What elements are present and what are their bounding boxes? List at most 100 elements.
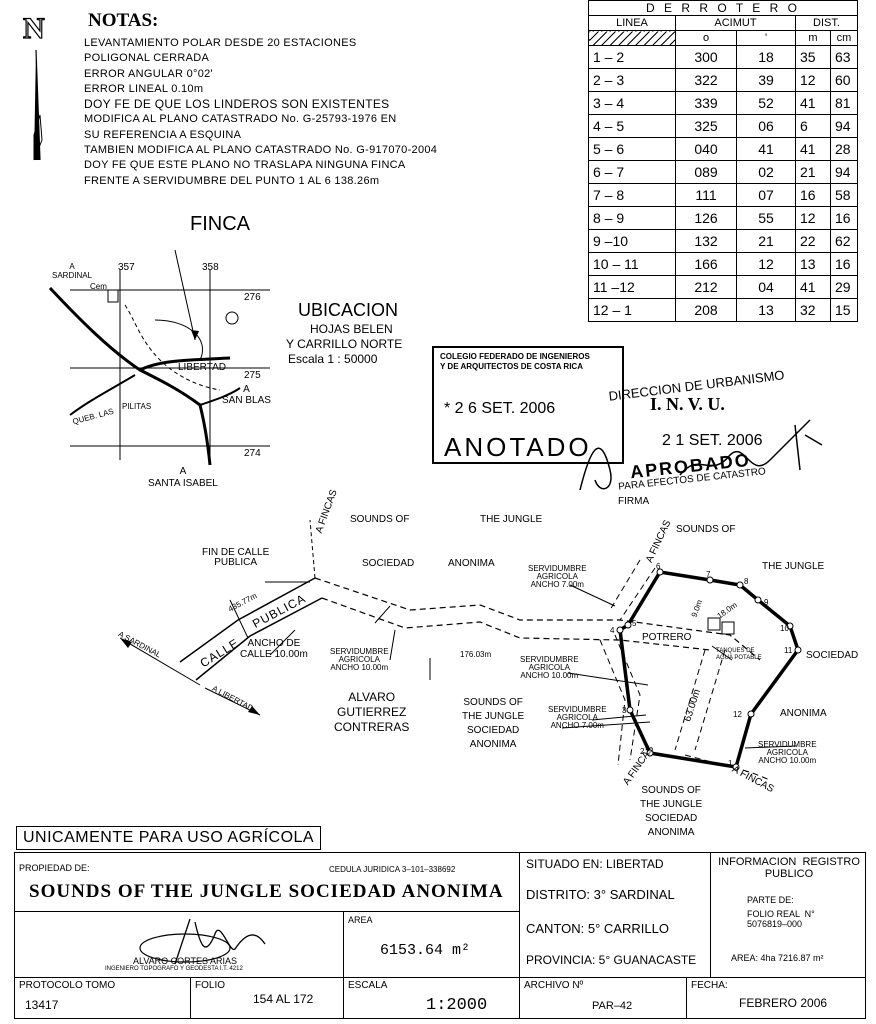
derrotero-cell: 11 –12 — [588, 275, 676, 299]
sub-min: ' — [736, 30, 796, 46]
vertex-label: 9 — [764, 598, 769, 607]
vertex-label: 1 — [728, 759, 733, 768]
area-value: 6153.64 m² — [380, 942, 471, 959]
plan-serv-left: SERVIDUMBRE AGRICOLA ANCHO 10.00m — [330, 647, 389, 672]
vertex-marker — [736, 581, 744, 589]
plan-dist-176: 176.03m — [460, 650, 492, 659]
plan-the-jungle-1: THE JUNGLE — [480, 514, 543, 525]
vertex-marker — [624, 621, 632, 629]
plan-serv-right: SERVIDUMBRE AGRICOLA ANCHO 10.00m — [758, 740, 817, 765]
plan-the-jungle-2: THE JUNGLE — [762, 561, 825, 572]
derrotero-cell: 52 — [736, 91, 796, 115]
finca-label: FINCA — [190, 213, 250, 235]
sketch-a-sardinal: A SARDINAL — [52, 262, 93, 280]
ubicacion-hojas: HOJAS BELEN — [310, 322, 393, 336]
derrotero-cell: 9 –10 — [588, 229, 676, 253]
derrotero-cell: 322 — [675, 68, 737, 92]
propiedad-label: PROPIEDAD DE: — [19, 863, 90, 873]
fecha-label: FECHA: — [691, 980, 728, 991]
escala-cell: ESCALA 1:2000 — [343, 977, 520, 1019]
derrotero-cell: 12 — [795, 206, 831, 230]
derrotero-cell: 35 — [795, 45, 831, 69]
plan-sounds-mid: SOUNDS OF THE JUNGLE SOCIEDAD ANONIMA — [462, 697, 525, 750]
notes-list: LEVANTAMIENTO POLAR DESDE 20 ESTACIONES … — [84, 36, 437, 189]
sub-m: m — [795, 30, 831, 46]
north-n-icon: N — [23, 12, 45, 45]
note-line: SU REFERENCIA A ESQUINA — [84, 128, 242, 141]
note-line: FRENTE A SERVIDUMBRE DEL PUNTO 1 AL 6 13… — [84, 174, 380, 187]
grid-275: 275 — [244, 370, 261, 381]
vertex-marker — [754, 596, 762, 604]
derrotero-cell: 16 — [830, 206, 858, 230]
note-line: LEVANTAMIENTO POLAR DESDE 20 ESTACIONES — [84, 37, 357, 49]
colegio-date: * 2 6 SET. 2006 — [444, 400, 556, 417]
derrotero-cell: 300 — [675, 45, 737, 69]
area-registro-label: AREA: 4ha 7216.87 m² — [731, 953, 824, 963]
situado-cell: SITUADO EN: LIBERTAD DISTRITO: 3° SARDIN… — [519, 852, 711, 978]
derrotero-cell: 07 — [736, 183, 796, 207]
vertex-label: 6 — [656, 562, 661, 571]
escala-value: 1:2000 — [426, 996, 488, 1015]
fecha-cell: FECHA: FEBRERO 2006 — [686, 977, 866, 1019]
derrotero-cell: 12 — [795, 68, 831, 92]
plan-sociedad-2: SOCIEDAD — [806, 650, 859, 661]
vertex-marker — [656, 568, 664, 576]
grid-274: 274 — [244, 448, 261, 459]
propiedad-cell: PROPIEDAD DE: CEDULA JURIDICA 3–101–3386… — [14, 852, 520, 912]
plan-alvaro: ALVARO GUTIERREZ CONTRERAS — [334, 690, 410, 734]
derrotero-cell: 63 — [830, 45, 858, 69]
location-sketch — [48, 249, 270, 466]
derrotero-cell: 41 — [795, 137, 831, 161]
derrotero-cell: 208 — [675, 298, 737, 322]
vertex-label: 10 — [780, 624, 789, 633]
derrotero-cell: 6 – 7 — [588, 160, 676, 184]
colegio-line1: COLEGIO FEDERADO DE INGENIEROS — [440, 352, 590, 361]
folio-cell: FOLIO 154 AL 172 — [190, 977, 344, 1019]
colegio-line2: Y DE ARQUITECTOS DE COSTA RICA — [440, 362, 583, 371]
provincia-label: PROVINCIA: 5° GUANACASTE — [526, 953, 697, 967]
derrotero-cell: 29 — [830, 275, 858, 299]
vertex-label: 11 — [784, 646, 793, 655]
sketch-cem: Cem — [90, 282, 107, 291]
plan-serv-top: SERVIDUMBRE AGRICOLA ANCHO 7.00m — [528, 564, 587, 589]
signature-marks — [579, 419, 823, 491]
derrotero-cell: 13 — [736, 298, 796, 322]
note-line: MODIFICA AL PLANO CATASTRADO No. G-25793… — [84, 113, 397, 126]
folio-label: FOLIO — [195, 980, 226, 991]
north-arrow: N — [22, 11, 46, 161]
protocolo-cell: PROTOCOLO TOMO 13417 — [14, 977, 191, 1019]
derrotero-cell: 04 — [736, 275, 796, 299]
archivo-value: PAR–42 — [592, 1000, 633, 1012]
plan-ancho-calle: ANCHO DE CALLE 10.00m — [240, 638, 308, 660]
derrotero-cell: 94 — [830, 160, 858, 184]
vertex-marker — [706, 576, 714, 584]
surveyor-title: INGENIERO TOPOGRAFO Y GEODESTA I.T. 4212 — [105, 966, 243, 972]
folio-real-label: FOLIO REAL N° 5076819–000 — [747, 909, 815, 929]
archivo-label: ARCHIVO Nº — [524, 980, 584, 991]
protocolo-label: PROTOCOLO TOMO — [19, 980, 116, 991]
note-line: POLIGONAL CERRADA — [84, 52, 210, 65]
derrotero-cell: 132 — [675, 229, 737, 253]
derrotero-cell: 22 — [795, 229, 831, 253]
area-cell: AREA 6153.64 m² — [343, 911, 520, 978]
derrotero-cell: 3 – 4 — [588, 91, 676, 115]
grid-357: 357 — [118, 262, 135, 273]
derrotero-cell: 81 — [830, 91, 858, 115]
grid-276: 276 — [244, 292, 261, 303]
vertex-label: 4 — [610, 626, 615, 635]
ubicacion-carrillo: Y CARRILLO NORTE — [286, 337, 403, 351]
derrotero-cell: 28 — [830, 137, 858, 161]
area-label: AREA — [348, 915, 373, 925]
derrotero-cell: 4 – 5 — [588, 114, 676, 138]
plan-anonima-1: ANONIMA — [448, 558, 495, 569]
vertex-label: 8 — [744, 577, 749, 586]
derrotero-cell: 12 – 1 — [588, 298, 676, 322]
vertex-label: 7 — [706, 570, 711, 579]
anotado-label: ANOTADO — [444, 432, 592, 462]
derrotero-cell: 94 — [830, 114, 858, 138]
